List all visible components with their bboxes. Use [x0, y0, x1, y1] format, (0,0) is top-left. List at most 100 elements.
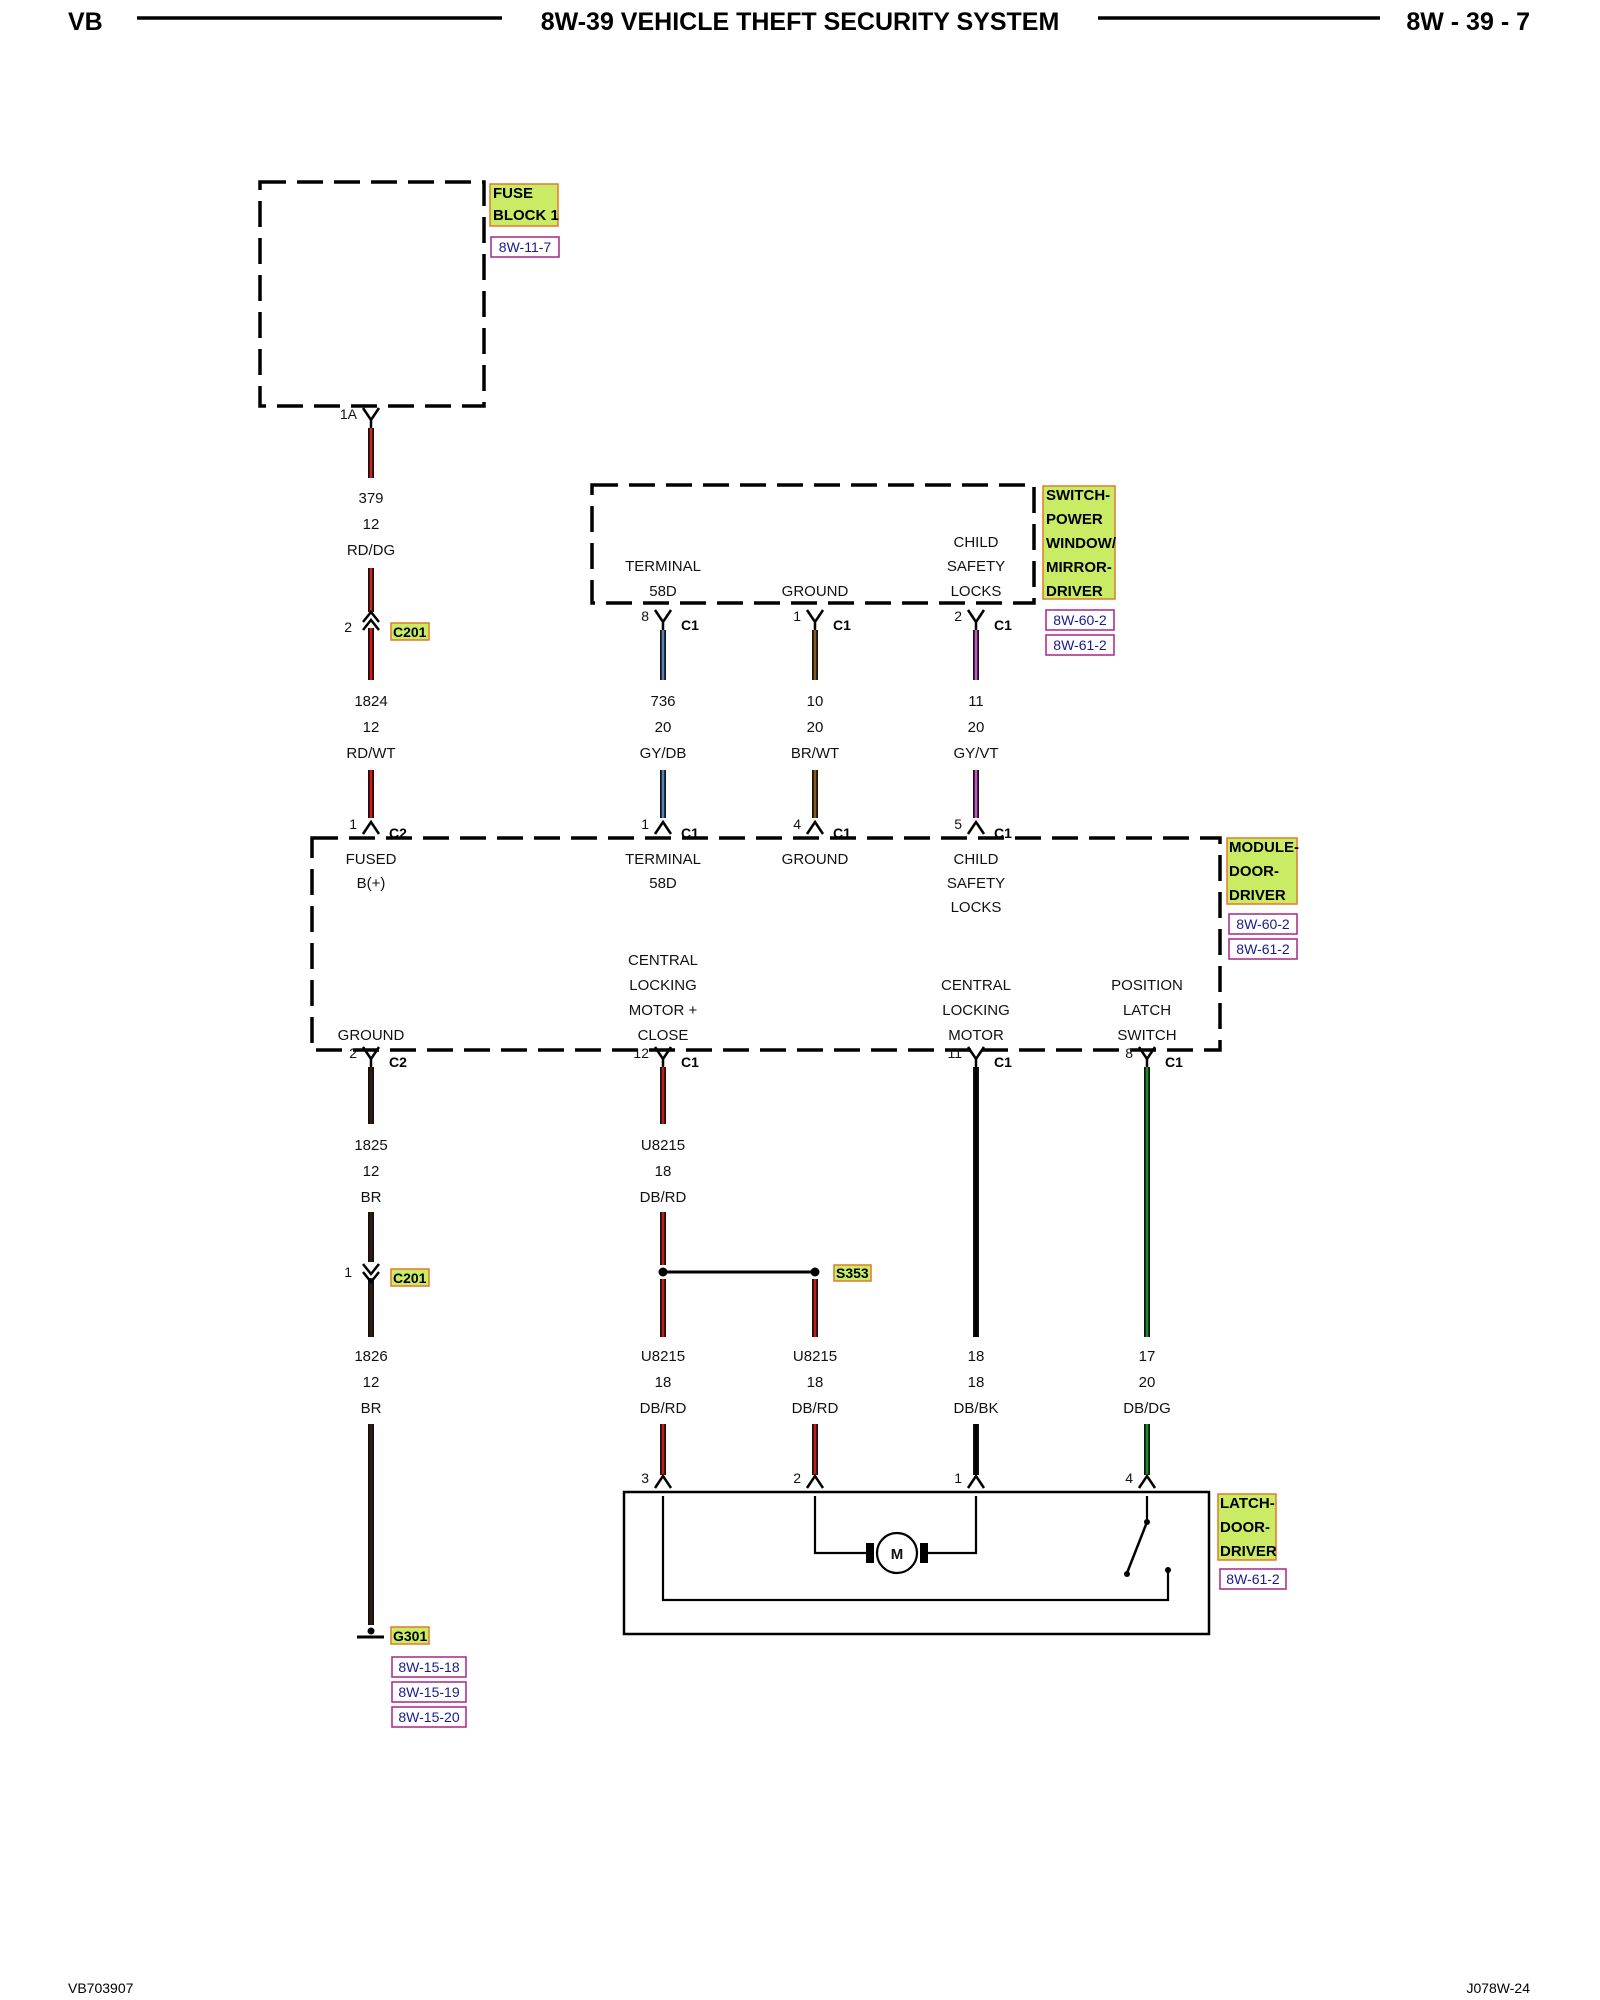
wire-w1826-gauge: 12	[363, 1374, 380, 1391]
module-fused-label-2: B(+)	[357, 875, 386, 892]
module-child-label-1: CHILD	[953, 851, 998, 868]
switch-terminal-label-1: TERMINAL	[625, 558, 701, 575]
latch-door-driver: LATCH- DOOR- DRIVER 8W-61-2 M	[622, 1490, 1287, 1636]
fuse-block-ref[interactable]: 8W-11-7	[499, 239, 552, 255]
connector-id-c2-4: C2	[389, 825, 407, 841]
pin-label-latch_4: 4	[1125, 1470, 1133, 1486]
ground-label-bg	[390, 1626, 430, 1645]
pin-label-c201_top: 2	[344, 619, 352, 635]
connector-id-c1-5: C1	[681, 825, 699, 841]
connector-icon-6	[805, 819, 825, 835]
module-position-label-1: POSITION	[1111, 977, 1183, 994]
module-child-label-2: SAFETY	[947, 875, 1005, 892]
switch-child-label-2: SAFETY	[947, 558, 1005, 575]
wire-w379-gauge: 12	[363, 516, 380, 533]
connector-id-c1-9: C1	[681, 1054, 699, 1070]
switch-power-window: SWITCH- POWER WINDOW/ MIRROR- DRIVER 8W-…	[590, 483, 1117, 656]
c201-top-label-bg	[390, 622, 430, 641]
module-close-label-4: CLOSE	[638, 1027, 689, 1044]
splice-node-left	[658, 1267, 668, 1277]
switch-ref-2[interactable]: 8W-61-2	[1053, 637, 1107, 653]
ground-ref-box-1[interactable]	[391, 1656, 467, 1678]
wires-layer	[368, 428, 1150, 1625]
fuse-block-name-1: FUSE	[493, 185, 533, 202]
wire-w17-circuit: 17	[1139, 1348, 1156, 1365]
latch-ref-box[interactable]	[1219, 1568, 1287, 1590]
connector-icon-3	[966, 609, 986, 630]
module-terminal-label-2: 58D	[649, 875, 677, 892]
switch-label-bg	[1042, 485, 1116, 600]
wire-w18-circuit: 18	[968, 1348, 985, 1365]
connector-icon-13	[805, 1473, 825, 1489]
fuse-block-label-bg	[489, 183, 559, 227]
switch-ref-box-2[interactable]	[1045, 634, 1115, 656]
header-right: 8W - 39 - 7	[1406, 8, 1530, 36]
module-ref-2[interactable]: 8W-61-2	[1236, 941, 1290, 957]
pin-label-latch_2: 2	[793, 1470, 801, 1486]
connector-icon-11	[1137, 1046, 1157, 1067]
connector-icon-8	[361, 1046, 381, 1067]
motor-brush-right	[920, 1543, 928, 1563]
pin-label-sw_1: 1	[793, 608, 801, 624]
pin-label-sw_8: 8	[641, 608, 649, 624]
wire-w10-color: BR/WT	[791, 745, 839, 762]
pin-label-mod_c1_5: 5	[954, 816, 962, 832]
connector-icon-15	[1137, 1473, 1157, 1489]
wire-wU8215a-color: DB/RD	[640, 1189, 687, 1206]
switch-ref-box-1[interactable]	[1045, 609, 1115, 631]
switch-child-label-1: CHILD	[953, 534, 998, 551]
ground-ref-1[interactable]: 8W-15-18	[398, 1659, 459, 1675]
connector-id-c1-1: C1	[681, 617, 699, 633]
wire-w17-gauge: 20	[1139, 1374, 1156, 1391]
ground-ref-box-3[interactable]	[391, 1706, 467, 1728]
pin-label-c201_bot: 1	[344, 1264, 352, 1280]
fuse-block-outline	[258, 180, 486, 408]
connector-id-c1-10: C1	[994, 1054, 1012, 1070]
latch-name-2: DOOR-	[1220, 1519, 1270, 1536]
wire-w1824-gauge: 12	[363, 719, 380, 736]
splice-label-bg	[833, 1264, 872, 1282]
wire-wU8215b-color: DB/RD	[640, 1400, 687, 1417]
module-outline	[310, 836, 1222, 1052]
wire-w1825-circuit: 1825	[354, 1137, 387, 1154]
connector-icon-0	[361, 407, 381, 428]
pin-label-latch_1: 1	[954, 1470, 962, 1486]
fuse-block-ref-box[interactable]	[490, 236, 560, 258]
ground-ref-box-2[interactable]	[391, 1681, 467, 1703]
switch-ref-1[interactable]: 8W-60-2	[1053, 612, 1107, 628]
connector-icon-9	[653, 1046, 673, 1067]
wire-w736-color: GY/DB	[640, 745, 687, 762]
c201-top-name: C201	[393, 624, 427, 640]
module-motor-label-1: CENTRAL	[941, 977, 1011, 994]
wire-w379-circuit: 379	[358, 490, 383, 507]
c201-bottom-name: C201	[393, 1270, 427, 1286]
connector-id-c1-2: C1	[833, 617, 851, 633]
ground-ref-3[interactable]: 8W-15-20	[398, 1709, 459, 1725]
latch-switch-blade-icon	[1125, 1521, 1149, 1574]
module-ref-box-1[interactable]	[1228, 913, 1298, 935]
wire-w1825-color: BR	[361, 1189, 382, 1206]
latch-ref[interactable]: 8W-61-2	[1226, 1571, 1280, 1587]
ground-ref-2[interactable]: 8W-15-19	[398, 1684, 459, 1700]
latch-label-bg	[1217, 1493, 1277, 1561]
fuse-block-name-2: BLOCK 1	[493, 207, 559, 224]
switch-name-3: WINDOW/	[1046, 535, 1117, 552]
wire-w10-gauge: 20	[807, 719, 824, 736]
module-ref-1[interactable]: 8W-60-2	[1236, 916, 1290, 932]
module-ref-box-2[interactable]	[1228, 938, 1298, 960]
latch-motor-lead-left	[813, 1496, 872, 1555]
module-ground-top-label: GROUND	[782, 851, 849, 868]
pin-label-mod_c1_4: 4	[793, 816, 801, 832]
module-position-label-3: SWITCH	[1117, 1027, 1176, 1044]
pin-label-sw_2: 2	[954, 608, 962, 624]
wire-w11-color: GY/VT	[953, 745, 998, 762]
connector-icon-1	[653, 609, 673, 630]
motor-icon	[875, 1531, 919, 1575]
wire-wU8215a-gauge: 18	[655, 1163, 672, 1180]
pin-label-mod_c2_1: 1	[349, 816, 357, 832]
wire-w17-color: DB/DG	[1123, 1400, 1171, 1417]
module-terminal-label-1: TERMINAL	[625, 851, 701, 868]
connector-id-c1-6: C1	[833, 825, 851, 841]
pin-label-mod_c2_2: 2	[349, 1045, 357, 1061]
splice-s353: S353	[658, 1264, 872, 1282]
